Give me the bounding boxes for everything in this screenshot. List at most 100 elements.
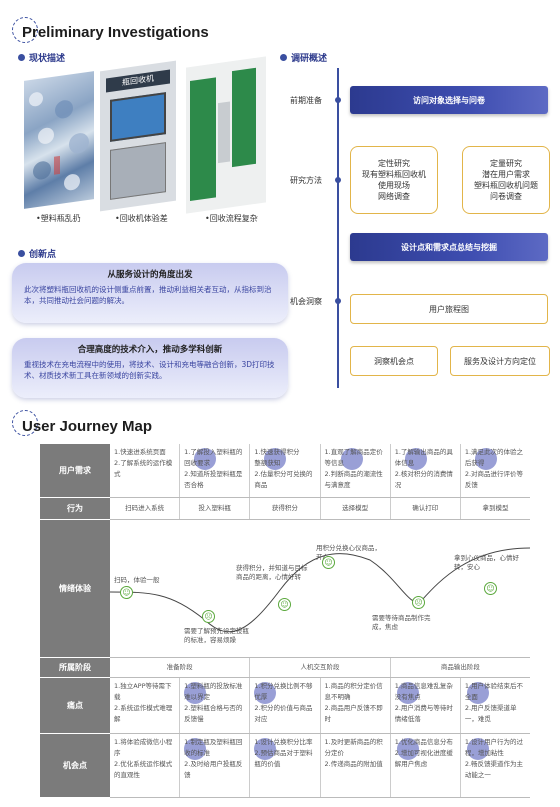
bullet-icon	[18, 250, 25, 257]
photo-recycling-machine: 瓶回收机	[100, 60, 176, 212]
table-cell: 1.商品信息难乱复杂没有焦点 2.用户消费与等待时情绪低落	[391, 678, 461, 733]
stage-box-qualitative: 定性研究 现有塑料瓶回收机 使用现场 网络调查	[350, 146, 438, 214]
smile-face-icon: ☺	[120, 586, 133, 599]
table-cell: 1.塑料瓶的投放标准难以界定 2.塑料瓶合格与否的反馈慢	[180, 678, 251, 733]
highlight-blob	[184, 738, 207, 760]
table-cell: 1.快速进系统页面 2.了解系统的运作模式	[110, 444, 181, 497]
machine-sign: 瓶回收机	[106, 69, 170, 93]
photo-plastic-bottles	[24, 71, 94, 209]
row-header: 机会点	[40, 734, 110, 798]
stage-label-prep: 前期准备	[290, 96, 322, 105]
emotion-note-4: 用积分兑换心仪商品，开心	[316, 544, 381, 561]
emotion-note-6: 拿到心仪商品，心情好转，安心	[454, 554, 519, 571]
caption-2: •回收机体验差	[115, 214, 168, 223]
table-cell: 扫码进入系统	[110, 498, 181, 519]
smile-face-icon: ☺	[322, 556, 335, 569]
row-cells: 扫码进入系统 投入塑料瓶 获得积分 选择模型 确认打印 拿到模型	[110, 498, 530, 520]
stage-box-prep: 访问对象选择与问卷	[350, 86, 548, 114]
highlight-blob	[194, 448, 217, 470]
table-cell: 1.满足此次的体验之后获得 2.对商品进行评价等反馈	[464, 448, 524, 489]
stage-label-method: 研究方法	[290, 176, 322, 185]
stage-label-insight: 机会洞察	[290, 297, 322, 306]
highlight-blob	[474, 448, 497, 470]
table-cell: 1.积分兑换比例不够优厚 2.积分的价值与商品对应	[250, 678, 321, 733]
innovation-text: 此次将塑料瓶回收机的设计侧重点前置，推动利益相关者互动，从指标到治本，共同推动社…	[24, 285, 272, 305]
stage-box-journey-map: 用户旅程图	[350, 294, 548, 324]
timeline-dot	[334, 177, 341, 183]
row-cells: 1.将体验成微信小程序 2.优化系统运作模式的直观性 1.制定瓶及塑料瓶回收的标…	[110, 734, 530, 798]
table-cell: 1.设计用户行为的过程，增加粘性 2.畅反馈渠道作为主动能之一	[464, 738, 524, 779]
innovation-text: 重视技术在充电流程中的使用，将技术、设计和充电等融合创新，3D打印技术、材质技术…	[24, 360, 275, 380]
table-cell: 选择模型	[321, 498, 391, 519]
table-cell: 投入塑料瓶	[180, 498, 251, 519]
phase-cell: 人机交互阶段	[250, 658, 391, 677]
stage-box-summary: 设计点和需求点总结与挖掘	[350, 233, 548, 261]
row-cells: 1.快速进系统页面 2.了解系统的运作模式 1.了解投入塑料瓶的回收要求 2.知…	[110, 444, 530, 498]
innovation-title: 从服务设计的角度出发	[107, 270, 193, 280]
emotion-note-5: 需要等待商品制作完成，焦虑	[372, 614, 431, 631]
table-row-needs: 用户需求 1.快速进系统页面 2.了解系统的运作模式 1.了解投入塑料瓶的回收要…	[40, 444, 530, 498]
highlight-blob	[396, 738, 419, 760]
research-heading: 调研概述	[280, 51, 327, 64]
table-row-pain: 痛点 1.独立APP等待需下载 2.系统运作模式难理解 1.塑料瓶的投放标准难以…	[40, 678, 530, 734]
row-header: 痛点	[40, 678, 110, 734]
highlight-blob	[466, 738, 489, 760]
row-cells: 1.独立APP等待需下载 2.系统运作模式难理解 1.塑料瓶的投放标准难以界定 …	[110, 678, 530, 734]
emotion-curve	[110, 547, 530, 633]
highlight-blob	[466, 682, 489, 704]
table-cell: 1.及时更新商品的积分定价 2.传递商品的附加值	[321, 734, 391, 797]
emotion-note-1: 扫码，体验一般	[114, 576, 160, 584]
row-header: 情绪体验	[40, 520, 110, 658]
table-row-phase: 所属阶段 准备阶段 人机交互阶段 商品输出阶段	[40, 658, 530, 678]
stage-box-opportunity: 洞察机会点	[350, 346, 438, 376]
timeline-dot	[334, 298, 341, 304]
row-cells: 扫码，体验一般 ☺ 需要了解预先设定投瓶的标准，容易烦躁 ☹ 获得积分，并知道与…	[110, 520, 530, 658]
photo-recycle-process	[186, 56, 266, 214]
green-sticker-right	[232, 67, 256, 168]
table-cell: 1.独立APP等待需下载 2.系统运作模式难理解	[110, 678, 181, 733]
row-header: 所属阶段	[40, 658, 110, 678]
row-header: 行为	[40, 498, 110, 520]
machine-screen	[110, 92, 166, 142]
highlight-blob	[254, 682, 277, 704]
emotion-note-2: 需要了解预先设定投瓶的标准，容易烦躁	[184, 627, 249, 644]
table-row-emotion: 情绪体验 扫码，体验一般 ☺ 需要了解预先设定投瓶的标准，容易烦躁 ☹ 获得积分…	[40, 520, 530, 658]
research-heading-label: 调研概述	[291, 54, 328, 64]
row-header: 用户需求	[40, 444, 110, 498]
innovation-title: 合理高度的技术介入，推动多学科创新	[77, 345, 223, 355]
highlight-blob	[254, 738, 277, 760]
table-cell: 确认打印	[391, 498, 461, 519]
highlight-blob	[404, 448, 427, 470]
table-cell: 1.快速获得积分 整额获知 2.估量积分可兑换的商品	[250, 444, 321, 497]
table-cell: 1.直观了解商品定价等信息 2.判断商品的潮流性与满意度	[321, 444, 391, 497]
highlight-blob	[340, 448, 363, 470]
research-timeline	[337, 68, 339, 388]
bottles-pattern-icon	[29, 92, 89, 191]
innovation-heading: 创新点	[18, 247, 56, 260]
bullet-icon	[280, 54, 287, 61]
table-cell: 1.将体验成微信小程序 2.优化系统运作模式的直观性	[110, 734, 181, 797]
journey-title: User Journey Map	[22, 418, 153, 435]
green-sticker-left	[190, 77, 216, 202]
sad-face-icon: ☹	[202, 610, 215, 623]
innovation-card-1: 从服务设计的角度出发 此次将塑料瓶回收机的设计侧重点前置，推动利益相关者互动，从…	[12, 263, 288, 323]
machine-panel	[110, 142, 166, 200]
table-cell: 1.了解投入塑料瓶的回收要求 2.知道所投塑料瓶是否合格	[180, 444, 251, 497]
table-row-opportunity: 机会点 1.将体验成微信小程序 2.优化系统运作模式的直观性 1.制定瓶及塑料瓶…	[40, 734, 530, 798]
caption-3: •回收流程复杂	[205, 214, 258, 223]
machine-slot	[218, 101, 230, 164]
phase-cell: 商品输出阶段	[440, 663, 480, 671]
table-cell: 1.了解输出商品的具体信息 2.核对积分的消费情况	[391, 444, 461, 497]
table-cell: 1.用户体验结束后不全面 2.用户反馈渠道单一，难觅	[464, 682, 524, 723]
title-decoration-circle	[12, 410, 38, 436]
stage-box-quantitative: 定量研究 潜在用户需求 塑料瓶回收机问题 问卷调查	[462, 146, 550, 214]
phase-cell: 准备阶段	[110, 658, 251, 677]
innovation-card-2: 合理高度的技术介入，推动多学科创新 重视技术在充电流程中的使用，将技术、设计和充…	[12, 338, 288, 398]
preliminary-title: Preliminary Investigations	[22, 24, 209, 41]
title-decoration-circle	[12, 17, 38, 43]
stage-box-direction: 服务及设计方向定位	[450, 346, 550, 376]
highlight-blob	[184, 682, 207, 704]
highlight-blob	[396, 682, 419, 704]
table-cell: 拿到模型	[482, 504, 509, 512]
table-cell: 1.设计兑换积分比率 2.预估商品对于塑料瓶的价值	[250, 734, 321, 797]
